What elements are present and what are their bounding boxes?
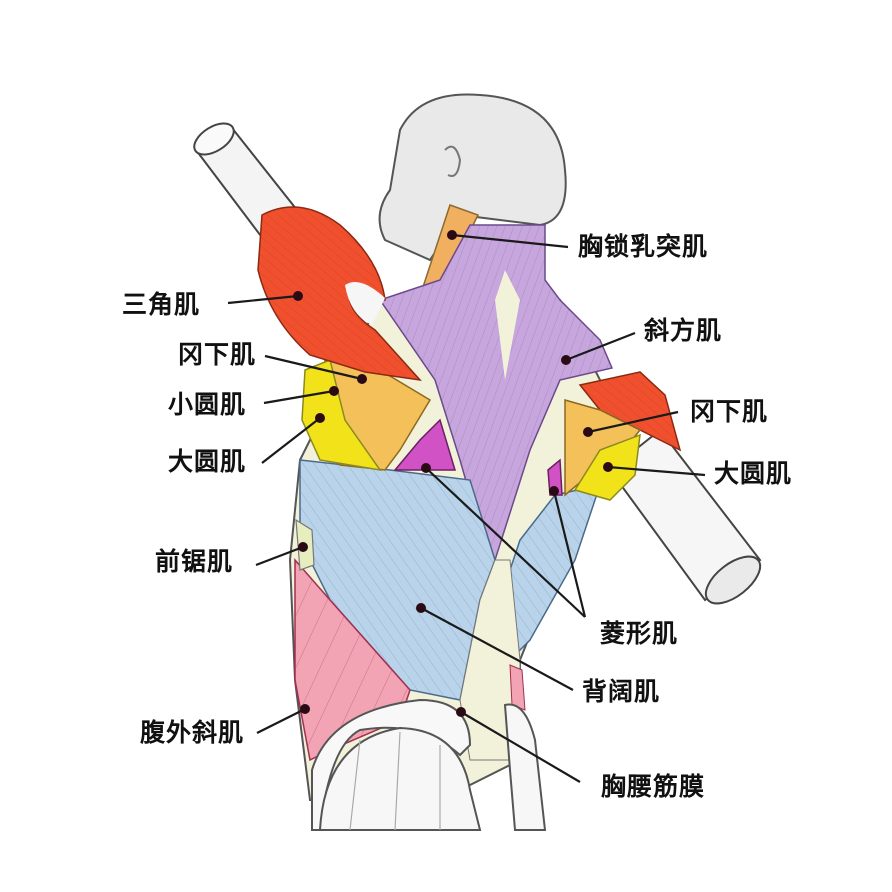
label-teres-major-left: 大圆肌 xyxy=(168,447,247,476)
leader-dot-icon xyxy=(561,355,571,365)
latissimus-dorsi-muscle xyxy=(299,459,602,701)
label-external-oblique: 腹外斜肌 xyxy=(140,718,245,747)
head xyxy=(378,93,567,262)
label-thoracolumbar-fascia: 胸腰筋膜 xyxy=(601,772,706,801)
leader-lines xyxy=(227,230,706,783)
label-rhomboids: 菱形肌 xyxy=(600,619,679,648)
label-serratus-anterior: 前锯肌 xyxy=(155,547,234,576)
leader-dot-icon xyxy=(300,704,310,714)
label-infraspinatus-left: 冈下肌 xyxy=(178,340,257,369)
pelvis xyxy=(311,698,547,831)
leader-dot-icon xyxy=(421,463,431,473)
label-infraspinatus-right: 冈下肌 xyxy=(690,397,769,426)
leader-dot-icon xyxy=(456,707,466,717)
leader-dot-icon xyxy=(293,291,303,301)
leader-dot-icon xyxy=(416,603,426,613)
leader-dot-icon xyxy=(329,386,339,396)
leader-dot-icon xyxy=(298,542,308,552)
left-shoulder-muscles xyxy=(301,358,432,472)
leader-dot-icon xyxy=(315,413,325,423)
label-teres-minor: 小圆肌 xyxy=(168,390,247,419)
left-deltoid-muscle xyxy=(257,206,422,382)
leader-dot-icon xyxy=(549,486,559,496)
leader-dot-icon xyxy=(603,462,613,472)
leader-dot-icon xyxy=(583,427,593,437)
trapezius-muscle xyxy=(378,224,614,562)
rhomboid-muscle-left xyxy=(393,418,457,471)
rhomboid-muscle-right xyxy=(547,458,563,496)
leader-dot-icon xyxy=(357,374,367,384)
label-latissimus-dorsi: 背阔肌 xyxy=(582,677,661,706)
leader-dot-icon xyxy=(447,230,457,240)
label-deltoid: 三角肌 xyxy=(122,290,201,319)
right-arm xyxy=(608,428,762,605)
label-trapezius: 斜方肌 xyxy=(644,316,723,345)
label-sternocleidomastoid: 胸锁乳突肌 xyxy=(578,232,709,261)
label-teres-major-right: 大圆肌 xyxy=(714,459,793,488)
